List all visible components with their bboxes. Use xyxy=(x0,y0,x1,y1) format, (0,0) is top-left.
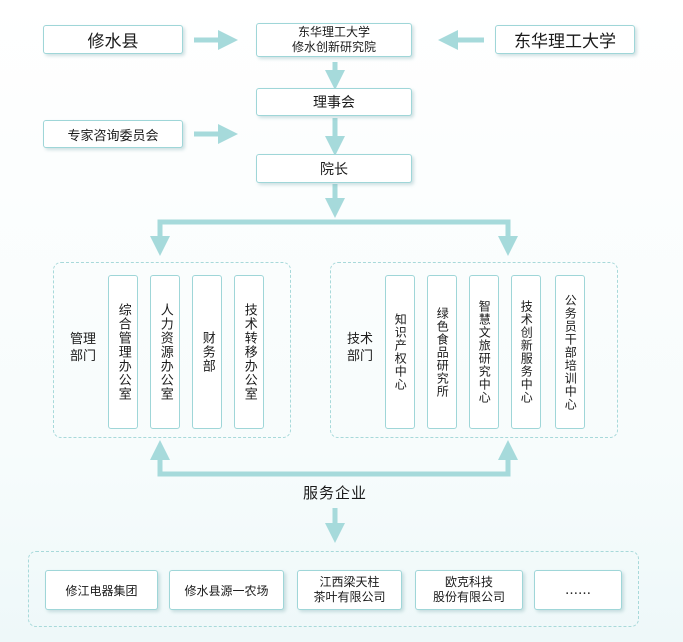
company-label: …… xyxy=(565,582,591,598)
management-unit: 人力资源办公室 xyxy=(150,275,180,429)
technical-unit: 绿色食品研究所 xyxy=(427,275,457,429)
county-box: 修水县 xyxy=(43,25,183,54)
president-box: 院长 xyxy=(256,154,412,183)
company-box: 修江电器集团 xyxy=(45,570,158,610)
service-connector xyxy=(157,452,511,477)
technical-unit: 公务员干部培训中心 xyxy=(555,275,585,429)
management-group xyxy=(53,262,291,438)
institute-label: 东华理工大学 修水创新研究院 xyxy=(291,25,376,54)
management-unit: 综合管理办公室 xyxy=(108,275,138,429)
university-label: 东华理工大学 xyxy=(514,32,616,52)
technical-label: 技术 部门 xyxy=(346,332,373,364)
board-box: 理事会 xyxy=(256,88,412,116)
company-box: 欧克科技 股份有限公司 xyxy=(415,570,523,610)
technical-unit: 技术创新服务中心 xyxy=(511,275,541,429)
management-unit-label: 综合管理办公室 xyxy=(115,303,131,401)
branch-connector xyxy=(157,219,511,243)
management-label: 管理 部门 xyxy=(69,332,96,364)
management-unit: 技术转移办公室 xyxy=(234,275,264,429)
technical-unit: 知识产权中心 xyxy=(385,275,415,429)
technical-group xyxy=(330,262,618,438)
technical-unit-label: 知识产权中心 xyxy=(393,313,408,391)
president-label: 院长 xyxy=(320,161,348,178)
company-box: …… xyxy=(534,570,622,610)
company-label: 江西梁天柱 茶叶有限公司 xyxy=(313,575,386,604)
institute-box: 东华理工大学 修水创新研究院 xyxy=(256,23,412,57)
advisory-box: 专家咨询委员会 xyxy=(43,120,183,148)
advisory-label: 专家咨询委员会 xyxy=(67,128,159,144)
county-label: 修水县 xyxy=(87,32,139,52)
companies-group xyxy=(28,551,639,627)
management-unit-label: 人力资源办公室 xyxy=(157,303,173,401)
technical-unit-label: 技术创新服务中心 xyxy=(519,300,534,404)
technical-unit-label: 公务员干部培训中心 xyxy=(563,293,578,411)
company-box: 修水县源一农场 xyxy=(169,570,284,610)
technical-unit-label: 智慧文旅研究中心 xyxy=(477,300,492,404)
company-label: 修江电器集团 xyxy=(65,583,138,598)
university-box: 东华理工大学 xyxy=(495,25,635,54)
management-unit-label: 技术转移办公室 xyxy=(241,303,257,401)
company-label: 欧克科技 股份有限公司 xyxy=(432,575,505,604)
technical-unit-label: 绿色食品研究所 xyxy=(435,306,450,398)
board-label: 理事会 xyxy=(313,95,355,111)
company-label: 修水县源一农场 xyxy=(184,583,269,598)
service-label: 服务企业 xyxy=(302,484,367,502)
company-box: 江西梁天柱 茶叶有限公司 xyxy=(297,570,402,610)
management-unit: 财务部 xyxy=(192,275,222,429)
technical-unit: 智慧文旅研究中心 xyxy=(469,275,499,429)
management-unit-label: 财务部 xyxy=(199,331,215,373)
